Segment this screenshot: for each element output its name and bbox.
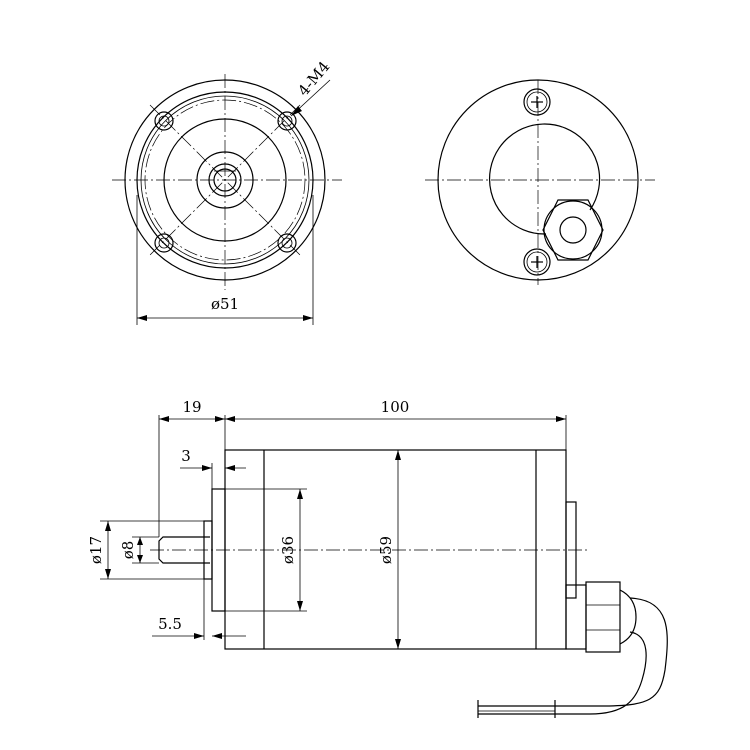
thread-label: 4-M4 — [294, 58, 333, 100]
rear-view — [425, 79, 655, 285]
dim-3-label: 3 — [181, 447, 191, 465]
side-view: 19 100 3 5.5 ø17 ø8 ø — [87, 398, 668, 718]
screw-head — [523, 248, 551, 276]
mounting-hole — [154, 111, 174, 131]
dim-19-label: 19 — [182, 398, 201, 416]
dim-59-label: ø59 — [377, 536, 395, 564]
dim-17-label: ø17 — [87, 536, 105, 564]
cable — [477, 597, 668, 718]
dim-36-label: ø36 — [279, 536, 297, 564]
dim-51-label: ø51 — [211, 295, 239, 313]
mounting-hole — [277, 111, 297, 131]
dim-8-label: ø8 — [119, 541, 137, 560]
cable-gland-nut — [542, 199, 604, 261]
front-view: 4-M4 ø51 — [112, 58, 342, 325]
mounting-hole — [154, 233, 174, 253]
screw-head — [523, 88, 551, 116]
cable-gland — [565, 581, 637, 653]
mounting-hole — [277, 233, 297, 253]
dim-100-label: 100 — [381, 398, 410, 416]
dim-5-5-label: 5.5 — [158, 615, 182, 633]
